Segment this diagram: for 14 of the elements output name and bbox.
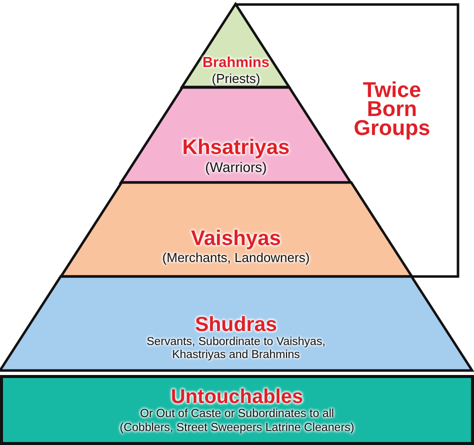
caste-name: Vaishyas xyxy=(191,228,281,250)
caste-name: Untouchables xyxy=(170,388,304,407)
caste-name: Shudras xyxy=(194,314,278,336)
group-label: Twice Born Groups xyxy=(354,81,430,138)
caste-description: Servants, Subordinate to Vaishyas, Khastriyas and Brahmins xyxy=(146,336,326,361)
caste-description: (Merchants, Landowners) xyxy=(162,250,310,266)
caste-description: Or Out of Caste or Subordinates to all xyxy=(140,407,334,420)
caste-description: (Warriors) xyxy=(205,159,267,175)
caste-name: Brahmins xyxy=(202,56,270,71)
base-band xyxy=(0,374,474,444)
caste-description: (Cobblers, Street Sweepers Latrine Cleaners) xyxy=(120,420,354,434)
pyramid-tier xyxy=(0,274,474,372)
caste-description: (Priests) xyxy=(212,71,260,86)
caste-name: Khsatriyas xyxy=(182,137,290,159)
